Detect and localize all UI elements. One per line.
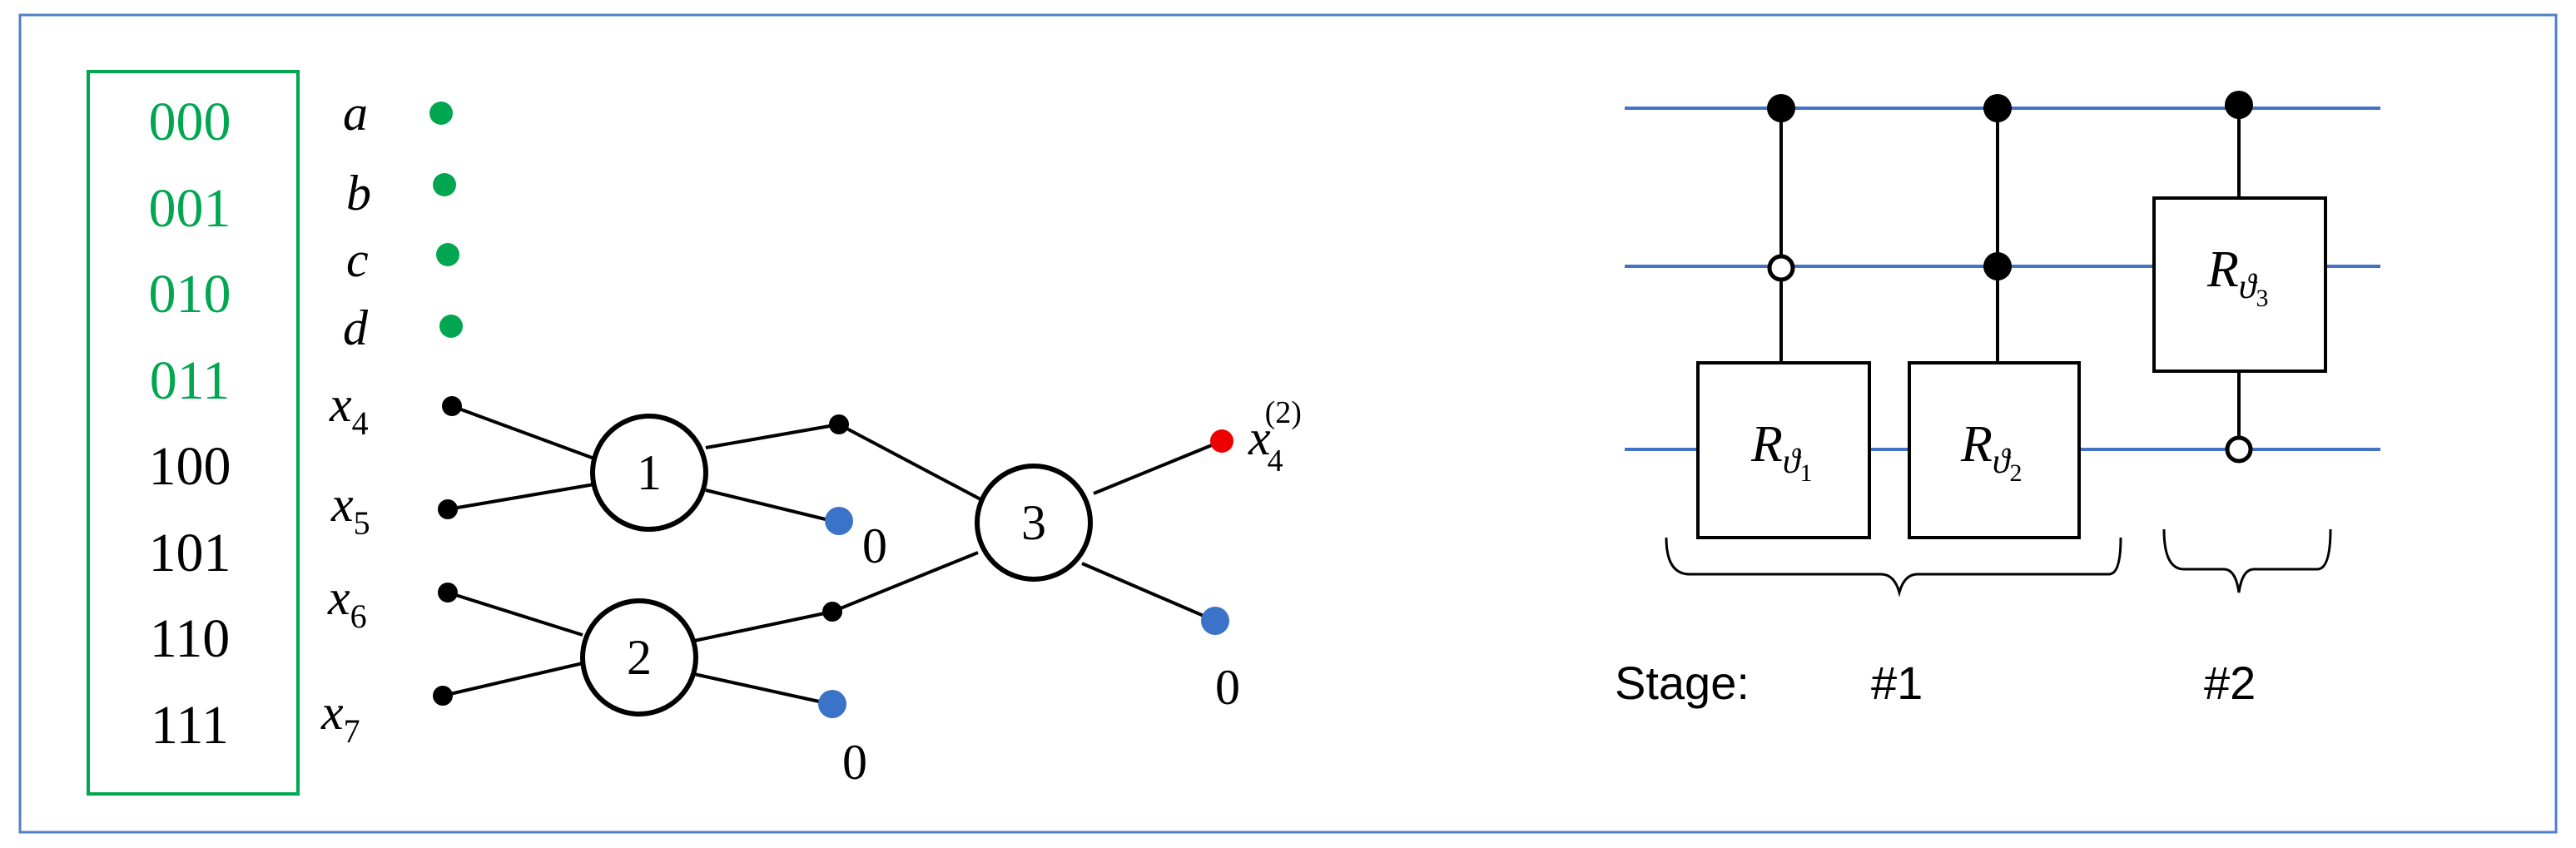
edge-node2-down [693, 672, 831, 706]
leaf-label-a: a [343, 86, 368, 141]
zero-dot-node1 [825, 507, 853, 535]
control-dots [1767, 91, 2253, 464]
address-table-rows: 000 001 010 011 100 101 110 111 [149, 92, 231, 756]
stage-labels: Stage: #1 #2 [1615, 657, 2256, 709]
tree-nodes: 1 2 3 [580, 414, 1093, 717]
control-open-gate3-bottom [2225, 435, 2253, 464]
dot-mid-lower [822, 602, 842, 622]
leaf-label-d: d [343, 300, 369, 355]
control-open-gate1-middle [1767, 254, 1795, 282]
stage-2-label: #2 [2204, 657, 2256, 709]
dot-mid-upper [829, 414, 849, 434]
brace-stage-2 [2162, 528, 2332, 593]
green-leaf-dots [429, 102, 463, 338]
edge-mid-node3-lower [831, 551, 979, 613]
zero-label-node3: 0 [1215, 660, 1240, 715]
edge-x7-node2 [442, 662, 583, 697]
tree-node-3-label: 3 [1021, 495, 1046, 550]
tree-node-2-circle [580, 598, 698, 717]
dot-x4 [442, 396, 462, 416]
gate-label-1: Rϑ1 [1750, 416, 1813, 487]
leaf-label-c: c [346, 232, 369, 287]
leaf-label-b: b [346, 166, 371, 221]
zero-dot-node3 [1201, 607, 1229, 635]
result-label: x4(2) [1248, 395, 1302, 479]
zero-label-node2: 0 [842, 735, 867, 790]
leaf-dot-a [429, 102, 453, 125]
address-row-101: 101 [149, 523, 231, 583]
tree-junction-dots [433, 396, 849, 706]
zero-output-dots [818, 507, 1229, 718]
leaf-labels: a b c d x4 x5 x6 x7 [320, 86, 371, 750]
address-row-000: 000 [149, 92, 231, 152]
control-filled-gate2-middle [1983, 252, 2012, 280]
edge-x6-node2 [447, 591, 583, 637]
tree-node-1-circle [590, 414, 708, 532]
leaf-dot-b [433, 173, 456, 196]
gate-r-theta3 [2152, 196, 2327, 373]
leaf-dot-d [439, 315, 463, 338]
address-row-111: 111 [151, 695, 229, 756]
address-row-011: 011 [150, 350, 231, 411]
edge-x4-node1 [451, 404, 595, 460]
address-row-010: 010 [149, 264, 231, 325]
leaf-label-x7: x7 [320, 685, 360, 750]
leaf-label-x4: x4 [329, 377, 369, 442]
edge-node1-down [705, 488, 833, 523]
address-row-100: 100 [149, 436, 231, 497]
gate-r-theta2 [1908, 361, 2081, 539]
stage-label: Stage: [1615, 657, 1750, 709]
control-filled-gate1-top [1767, 94, 1795, 122]
zero-dot-node2 [818, 690, 846, 718]
result-dot [1210, 429, 1233, 453]
dot-x6 [438, 583, 458, 603]
edge-mid-node3-upper [838, 423, 983, 502]
address-row-110: 110 [150, 608, 231, 669]
edge-x5-node1 [447, 483, 595, 511]
outer-frame [18, 13, 2558, 834]
edge-node1-up [705, 423, 840, 449]
control-filled-gate3-top [2225, 91, 2253, 119]
leaf-label-x5: x5 [330, 477, 370, 542]
edge-node2-up [693, 610, 833, 642]
tree-node-1-label: 1 [637, 445, 662, 500]
gate-r-theta1 [1696, 361, 1871, 539]
address-table: 000 001 010 011 100 101 110 111 [87, 70, 300, 796]
brace-stage-1 [1665, 537, 2122, 598]
edge-node3-zero [1081, 562, 1216, 622]
tree-edges [442, 404, 1223, 706]
gate-labels: Rϑ1 Rϑ2 Rϑ3 [1750, 241, 2269, 487]
dot-x5 [438, 499, 458, 519]
zero-labels: 0 0 0 [842, 518, 1240, 790]
leaf-dot-c [436, 243, 459, 266]
stage-braces [1665, 528, 2332, 598]
zero-label-node1: 0 [862, 518, 887, 573]
stage-1-label: #1 [1871, 657, 1923, 709]
control-lines [1779, 105, 2241, 449]
gate-label-3: Rϑ3 [2206, 241, 2269, 312]
control-filled-gate2-top [1983, 94, 2012, 122]
tree-node-2-label: 2 [627, 630, 652, 685]
gate-label-2: Rϑ2 [1960, 416, 2023, 487]
address-row-001: 001 [149, 178, 231, 239]
tree-node-3-circle [975, 464, 1093, 582]
edge-node3-result [1093, 439, 1223, 495]
dot-x7 [433, 686, 453, 706]
address-table-border [87, 70, 300, 796]
circuit-gates [1696, 196, 2327, 539]
leaf-label-x6: x6 [327, 570, 367, 635]
